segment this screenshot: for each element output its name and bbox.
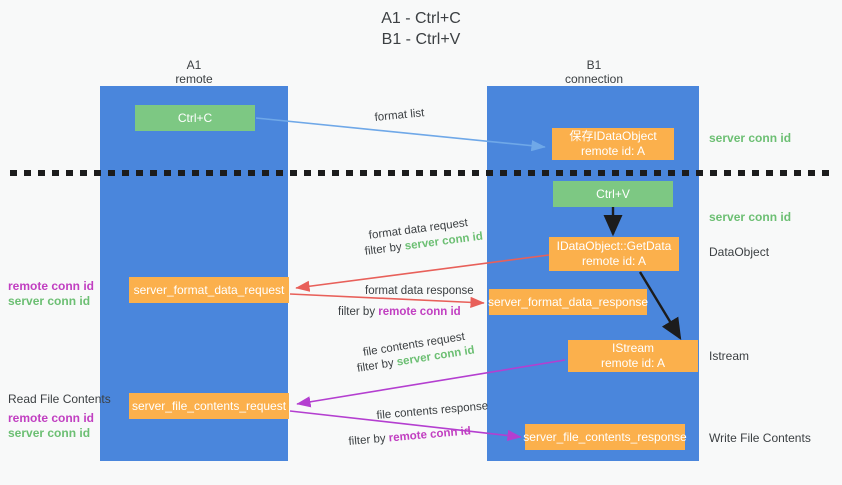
edge-label-fdr-filter-prefix: filter by — [364, 240, 406, 258]
column-b1-name: B1 — [586, 58, 602, 72]
node-istream-line1: IStream — [611, 341, 654, 355]
edge-label-fcrsp-filter-value: remote conn id — [388, 425, 472, 445]
edge-label-fcr-filter-prefix: filter by — [356, 356, 398, 375]
node-server-format-data-request-label: server_format_data_request — [133, 282, 285, 297]
column-b1-role: connection — [564, 72, 624, 86]
node-idataobject-getdata[interactable]: IDataObject::GetData remote id: A — [549, 237, 679, 271]
edge-label-fcrsp-filter-prefix: filter by — [348, 432, 390, 448]
right-label-server-conn-id-top: server conn id — [709, 131, 792, 145]
node-save-idataobject[interactable]: 保存IDataObject remote id: A — [552, 128, 674, 160]
page-title: A1 - Ctrl+C B1 - Ctrl+V — [0, 8, 842, 50]
node-ctrl-v[interactable]: Ctrl+V — [553, 181, 673, 207]
node-server-file-contents-request[interactable]: server_file_contents_request — [129, 393, 289, 419]
node-server-format-data-request[interactable]: server_format_data_request — [129, 277, 289, 303]
node-getdata-line1: IDataObject::GetData — [556, 239, 672, 253]
node-server-format-data-response[interactable]: server_format_data_response — [487, 289, 649, 315]
left-label-server-conn-id-2: server conn id — [8, 426, 91, 440]
node-server-format-data-response-label: server_format_data_response — [487, 294, 649, 309]
node-istream-line2: remote id: A — [600, 356, 666, 370]
node-istream[interactable]: IStream remote id: A — [568, 340, 698, 372]
node-ctrl-v-label: Ctrl+V — [596, 186, 630, 201]
edge-label-format-data-response-filter: filter by remote conn id — [338, 305, 461, 320]
left-label-server-conn-id-1: server conn id — [8, 294, 91, 308]
edge-label-fdrsp-filter-prefix: filter by — [338, 306, 379, 318]
node-save-idataobject-line1: 保存IDataObject — [569, 129, 657, 143]
right-label-istream: Istream — [709, 349, 750, 363]
right-label-dataobject: DataObject — [709, 245, 770, 259]
node-server-file-contents-response[interactable]: server_file_contents_response — [523, 424, 687, 450]
node-save-idataobject-line2: remote id: A — [580, 144, 646, 158]
right-label-server-conn-id-mid: server conn id — [709, 210, 792, 224]
column-header-a1: A1 remote — [120, 58, 268, 86]
node-server-file-contents-request-label: server_file_contents_request — [131, 398, 287, 413]
title-line-2: B1 - Ctrl+V — [381, 31, 461, 48]
left-label-remote-conn-id-1: remote conn id — [8, 279, 95, 293]
left-label-read-file-contents: Read File Contents — [8, 392, 111, 406]
edge-label-file-contents-response: file contents response — [376, 400, 489, 422]
edge-label-format-data-response: format data response — [365, 285, 474, 297]
column-a1-name: A1 — [186, 58, 202, 72]
node-ctrl-c-label: Ctrl+C — [177, 110, 213, 125]
node-ctrl-c[interactable]: Ctrl+C — [135, 105, 255, 131]
edge-label-format-list: format list — [374, 107, 425, 124]
edge-label-fdrsp-filter-value: remote conn id — [378, 306, 461, 318]
title-line-1: A1 - Ctrl+C — [381, 10, 461, 27]
column-header-b1: B1 connection — [520, 58, 668, 86]
node-server-file-contents-response-label: server_file_contents_response — [523, 429, 687, 444]
column-a1-role: remote — [175, 72, 213, 86]
right-label-write-file-contents: Write File Contents — [709, 431, 811, 445]
node-getdata-line2: remote id: A — [581, 254, 647, 268]
edge-label-file-contents-response-filter: filter by remote conn id — [348, 424, 472, 450]
left-label-remote-conn-id-2: remote conn id — [8, 411, 95, 425]
